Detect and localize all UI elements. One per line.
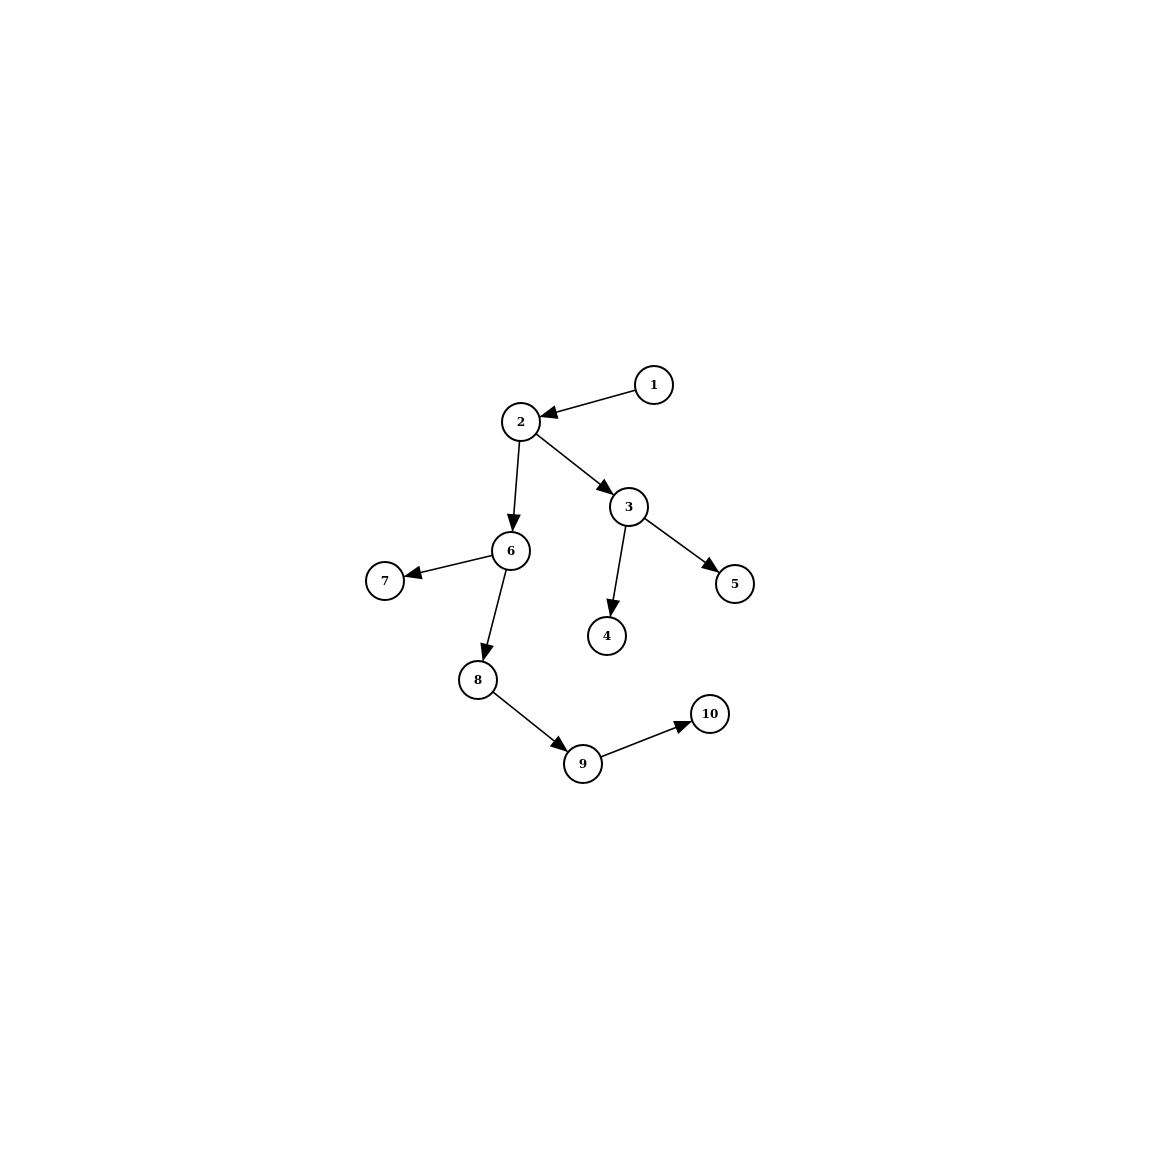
node-label: 7: [381, 574, 389, 588]
node-label: 3: [625, 500, 633, 514]
node-circle: [609, 487, 649, 527]
node-7: 7: [365, 561, 405, 601]
node-label: 2: [517, 415, 525, 429]
edge-1-to-2: [539, 389, 636, 419]
node-label: 9: [579, 757, 587, 771]
node-label: 8: [474, 673, 482, 687]
node-3: 3: [609, 487, 649, 527]
edge-2-to-6: [506, 440, 521, 533]
node-circle: [501, 402, 541, 442]
node-label: 1: [650, 378, 658, 392]
node-6: 6: [491, 531, 531, 571]
node-circle: [491, 531, 531, 571]
edge-6-to-8: [480, 569, 508, 662]
edge-8-to-9: [492, 691, 569, 753]
node-circle: [587, 616, 627, 656]
node-4: 4: [587, 616, 627, 656]
node-circle: [458, 660, 498, 700]
nodes-layer: 1 2 3 4 5 6 7 8 9 10: [365, 365, 755, 784]
edge-3-to-5: [643, 517, 720, 573]
edge-6-to-7: [403, 554, 493, 580]
node-circle: [690, 694, 730, 734]
edge-9-to-10: [600, 720, 693, 758]
node-label: 4: [603, 629, 611, 643]
node-10: 10: [690, 694, 730, 734]
node-1: 1: [634, 365, 674, 405]
edge-3-to-4: [606, 525, 627, 618]
node-circle: [634, 365, 674, 405]
node-9: 9: [563, 744, 603, 784]
node-label: 5: [731, 577, 739, 591]
node-2: 2: [501, 402, 541, 442]
node-5: 5: [715, 564, 755, 604]
node-circle: [365, 561, 405, 601]
node-8: 8: [458, 660, 498, 700]
edge-2-to-3: [535, 433, 615, 496]
node-circle: [715, 564, 755, 604]
node-circle: [563, 744, 603, 784]
node-label: 6: [507, 544, 515, 558]
edges-layer: [403, 389, 720, 758]
node-label: 10: [702, 707, 719, 721]
